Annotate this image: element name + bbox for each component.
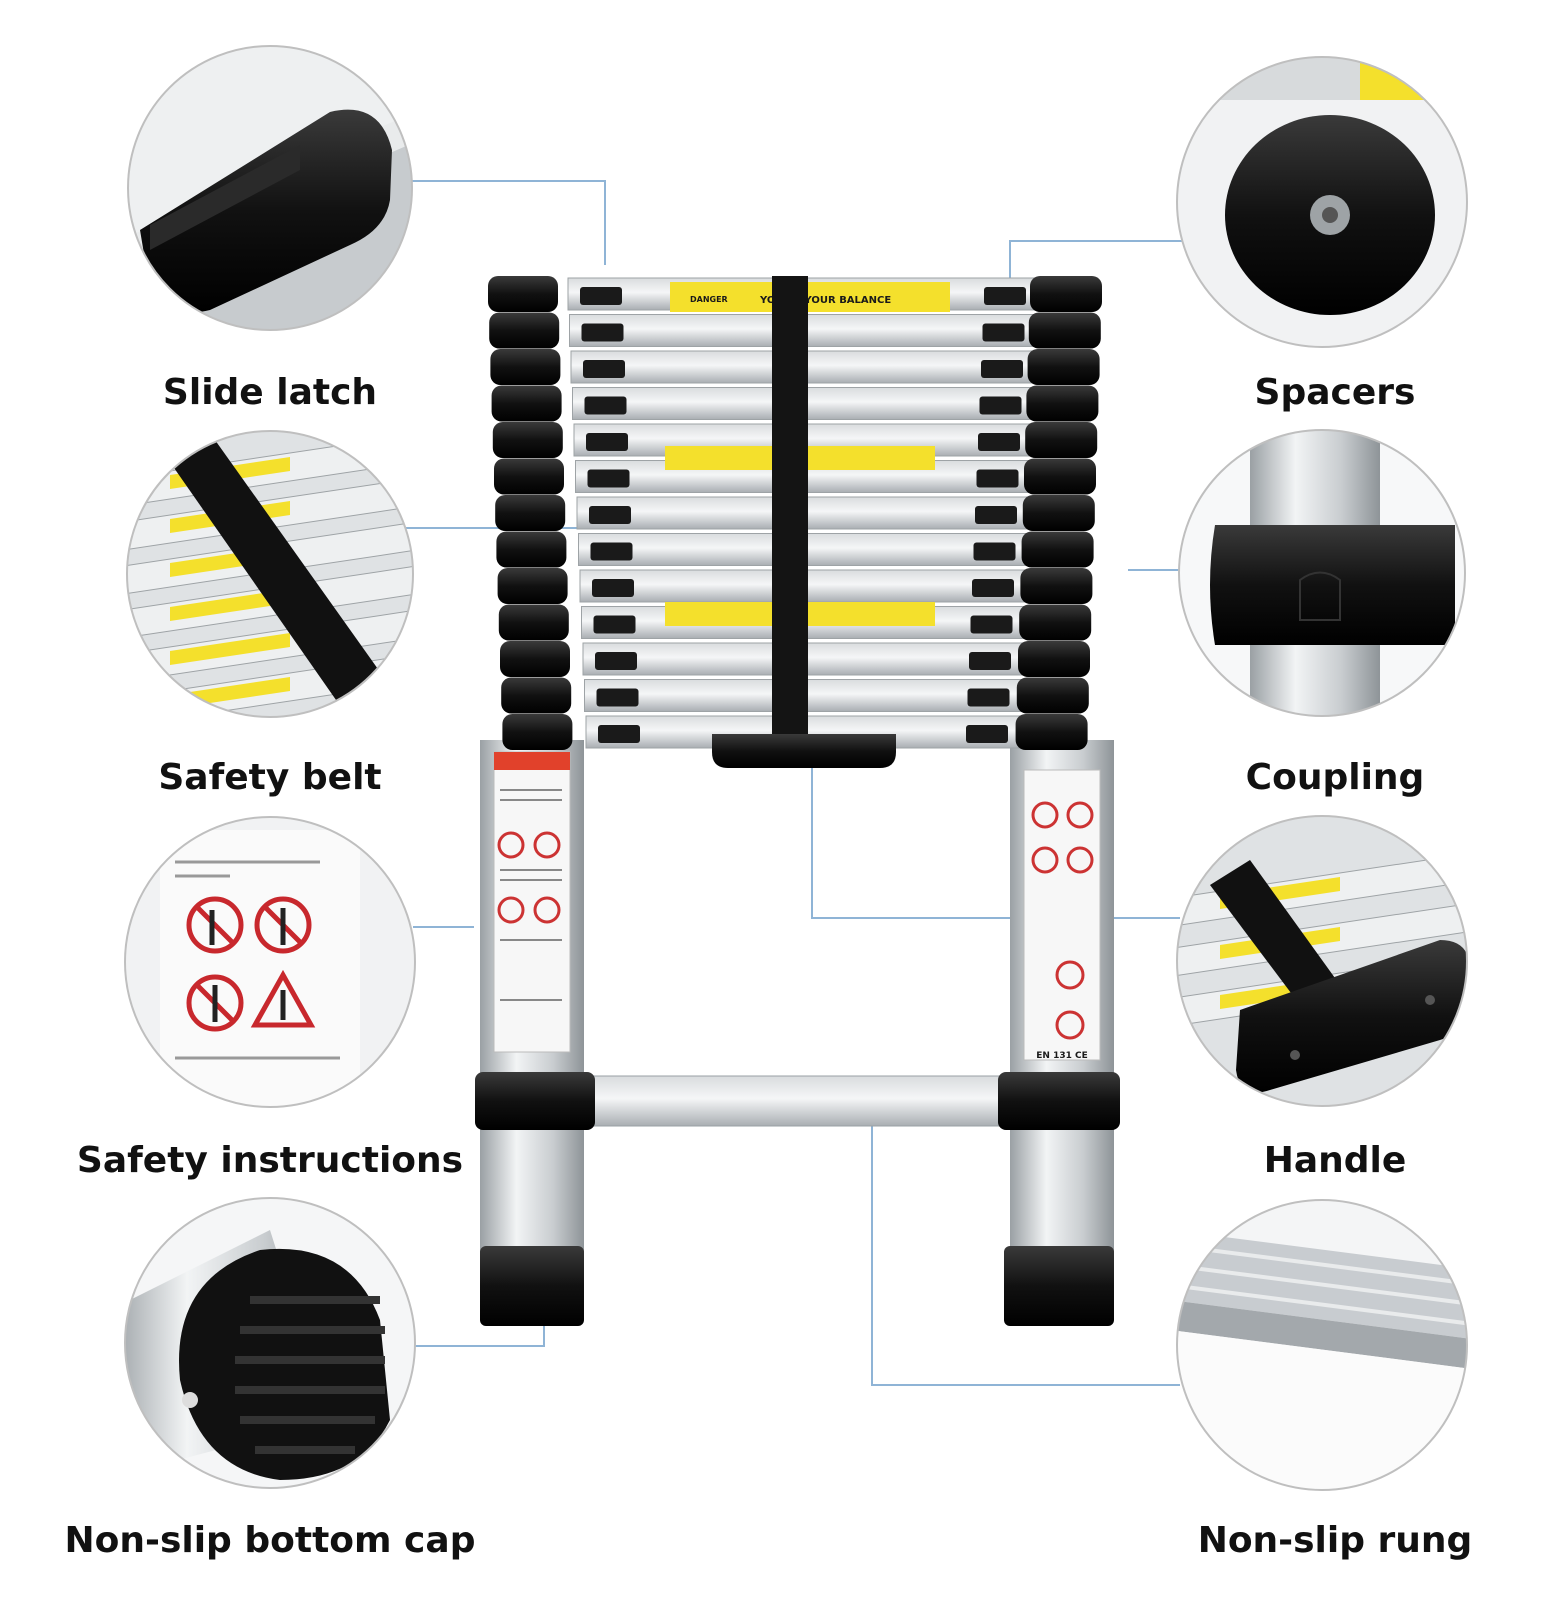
label-safety-instructions: Safety instructions xyxy=(76,1140,464,1181)
detail-bottom-cap xyxy=(124,1197,416,1489)
standard-mark: EN 131 CE xyxy=(1036,1051,1088,1061)
detail-safety-instructions xyxy=(124,816,416,1108)
rung-collar-right xyxy=(1019,604,1092,641)
rung-latch-right xyxy=(969,652,1011,670)
rung-latch-left xyxy=(590,542,633,561)
detail-slide-latch xyxy=(127,45,413,331)
rung-collar-left xyxy=(498,604,569,641)
telescopic-ladder: EN 131 CE DANGER YOU SE YOUR BALANCE xyxy=(475,276,1120,1326)
rung-collar-right xyxy=(1026,385,1099,422)
rung-collar-left xyxy=(502,714,573,750)
rung-collar-left xyxy=(495,495,566,531)
bottom-cap-left xyxy=(480,1246,584,1326)
top-sticker-danger: DANGER xyxy=(690,295,728,304)
rung-collar-left xyxy=(497,568,568,604)
rung-collar-left xyxy=(494,458,564,495)
rung-collar-right xyxy=(1015,714,1088,750)
label-safety-belt: Safety belt xyxy=(158,757,382,798)
rung-collar-right xyxy=(1030,276,1102,312)
label-slide-latch: Slide latch xyxy=(162,372,378,413)
rung-latch-right xyxy=(984,287,1026,305)
safety-belt-strap xyxy=(772,276,808,738)
detail-coupling xyxy=(1178,429,1466,717)
rung-latch-left xyxy=(580,287,622,305)
rung-collar-right xyxy=(1025,422,1098,458)
rung-latch-right xyxy=(975,506,1017,524)
top-sticker-text: YOU SE YOUR BALANCE xyxy=(759,295,891,306)
rung-latch-left xyxy=(589,506,631,524)
rung-latch-left xyxy=(584,396,627,415)
detail-rung-sticker xyxy=(170,589,290,621)
rung-latch-left xyxy=(595,652,637,670)
bottom-cap-right xyxy=(1004,1246,1114,1326)
rung-latch-right xyxy=(976,469,1019,488)
rung-latch-right xyxy=(973,542,1016,561)
rung-latch-right xyxy=(982,323,1025,342)
label-non-slip-bottom-cap: Non-slip bottom cap xyxy=(64,1520,476,1561)
rung-latch-left xyxy=(592,579,634,597)
rung-collar-left xyxy=(501,677,572,714)
rung-latch-left xyxy=(598,725,640,743)
rung-latch-left xyxy=(593,615,636,634)
detail-handle xyxy=(1176,815,1468,1107)
handle xyxy=(712,734,896,768)
rung-collar-left xyxy=(491,385,562,422)
rung-collar-right xyxy=(1024,458,1096,495)
rung-latch-left xyxy=(596,688,639,707)
rung-collar-left xyxy=(488,276,558,312)
rung-latch-right xyxy=(967,688,1010,707)
rung-latch-right xyxy=(979,396,1022,415)
label-coupling: Coupling xyxy=(1245,757,1425,798)
rung-latch-left xyxy=(581,323,624,342)
detail-safety-belt xyxy=(126,430,414,753)
rung-collar-left xyxy=(496,531,567,568)
rung-latch-left xyxy=(583,360,625,378)
detail-rung-sticker xyxy=(170,633,290,665)
rung-collar-right xyxy=(1028,312,1101,349)
rung-collar-right xyxy=(1021,531,1094,568)
rung-collar-left xyxy=(492,422,563,458)
rung-collar-right xyxy=(1027,349,1100,385)
rung-latch-right xyxy=(970,615,1013,634)
rung-latch-right xyxy=(972,579,1014,597)
rung-collar-left xyxy=(490,349,561,385)
rung-latch-right xyxy=(966,725,1008,743)
rung-latch-left xyxy=(586,433,628,451)
rung-collar-right xyxy=(1022,495,1095,531)
rung-latch-right xyxy=(981,360,1023,378)
rung-collar-right xyxy=(1018,641,1090,677)
detail-spacers xyxy=(1176,56,1468,348)
rung-collar-right xyxy=(1020,568,1093,604)
rung-latch-right xyxy=(978,433,1020,451)
label-non-slip-rung: Non-slip rung xyxy=(1197,1520,1473,1561)
label-spacers: Spacers xyxy=(1254,372,1416,413)
label-handle: Handle xyxy=(1263,1140,1407,1181)
rung-latch-left xyxy=(587,469,630,488)
rung-collar-left xyxy=(489,312,560,349)
rung-collar-left xyxy=(500,641,570,677)
detail-rung-sticker xyxy=(170,721,290,753)
detail-non-slip-rung xyxy=(1176,1199,1468,1491)
rung-collar-right xyxy=(1016,677,1089,714)
